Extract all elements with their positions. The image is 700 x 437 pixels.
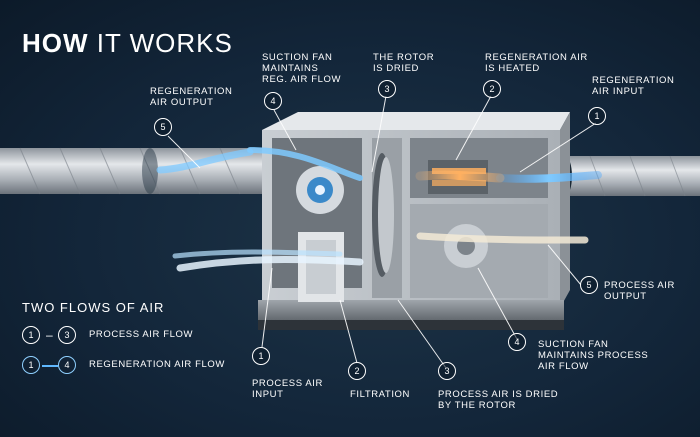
callout-line: REGENERATION AIR [485,52,588,63]
legend-title: TWO FLOWS OF AIR [22,300,165,315]
callout-line: IS HEATED [485,63,540,74]
legend-to-number: 4 [58,356,76,374]
callout-number: 2 [348,362,366,380]
dehumidifier-cabinet [258,112,570,330]
callout-text: PROCESS AIR IS DRIED BY THE ROTOR [438,389,558,411]
callout-line: REGENERATION [150,86,233,97]
legend-row-process: 1 – 3 PROCESS AIR FLOW [22,326,262,346]
legend-from-number: 1 [22,356,40,374]
callout-line: BY THE ROTOR [438,400,516,411]
callout-text: SUCTION FAN MAINTAINS PROCESS AIR FLOW [538,339,648,372]
title-bold: HOW [22,28,89,58]
callout-text: REGENERATION AIR INPUT [592,75,675,97]
callout-line: PROCESS AIR [604,280,676,291]
callout-line: MAINTAINS PROCESS [538,350,649,361]
callout-line: SUCTION FAN [538,339,609,350]
callout-text: SUCTION FAN MAINTAINS REG. AIR FLOW [262,52,341,85]
regeneration-air-flow [156,147,602,183]
callout-line: REGENERATION [592,75,675,86]
callout-line: AIR FLOW [538,361,589,372]
callout-line: SUCTION FAN [262,52,333,63]
page-title: HOW IT WORKS [22,28,233,59]
callout-text: FILTRATION [350,389,410,400]
callout-line: FILTRATION [350,389,411,400]
legend-to-number: 3 [58,326,76,344]
callout-line: PROCESS AIR IS DRIED [438,389,559,400]
callout-line: THE ROTOR [373,52,435,63]
callout-text: PROCESS AIR INPUT [252,378,323,400]
leader-lines [167,95,597,369]
callout-line: REG. AIR FLOW [262,74,342,85]
callout-number: 3 [378,80,396,98]
callout-line: AIR OUTPUT [150,97,214,108]
callout-line: INPUT [252,389,284,400]
legend-row-regeneration: 1 4 REGENERATION AIR FLOW [22,356,262,376]
callout-line: AIR INPUT [592,86,645,97]
legend-blue-connector [42,365,58,367]
legend-separator: – [46,328,53,342]
callout-number: 5 [154,118,172,136]
callout-line: IS DRIED [373,63,419,74]
callout-number: 4 [264,92,282,110]
callout-number: 3 [438,362,456,380]
callout-line: MAINTAINS [262,63,319,74]
callout-number: 5 [580,276,598,294]
callout-line: PROCESS AIR [252,378,324,389]
callout-text: REGENERATION AIR OUTPUT [150,86,233,108]
callout-number: 4 [508,333,526,351]
callout-text: REGENERATION AIR IS HEATED [485,52,588,74]
legend-from-number: 1 [22,326,40,344]
callout-line: OUTPUT [604,291,647,302]
legend-label: PROCESS AIR FLOW [89,329,194,340]
title-rest: IT WORKS [96,28,233,58]
callout-number: 1 [252,347,270,365]
callout-number: 1 [588,107,606,125]
callout-text: PROCESS AIR OUTPUT [604,280,675,302]
legend-label: REGENERATION AIR FLOW [89,359,225,370]
callout-text: THE ROTOR IS DRIED [373,52,434,74]
process-air-flow [172,232,589,272]
callout-number: 2 [483,80,501,98]
